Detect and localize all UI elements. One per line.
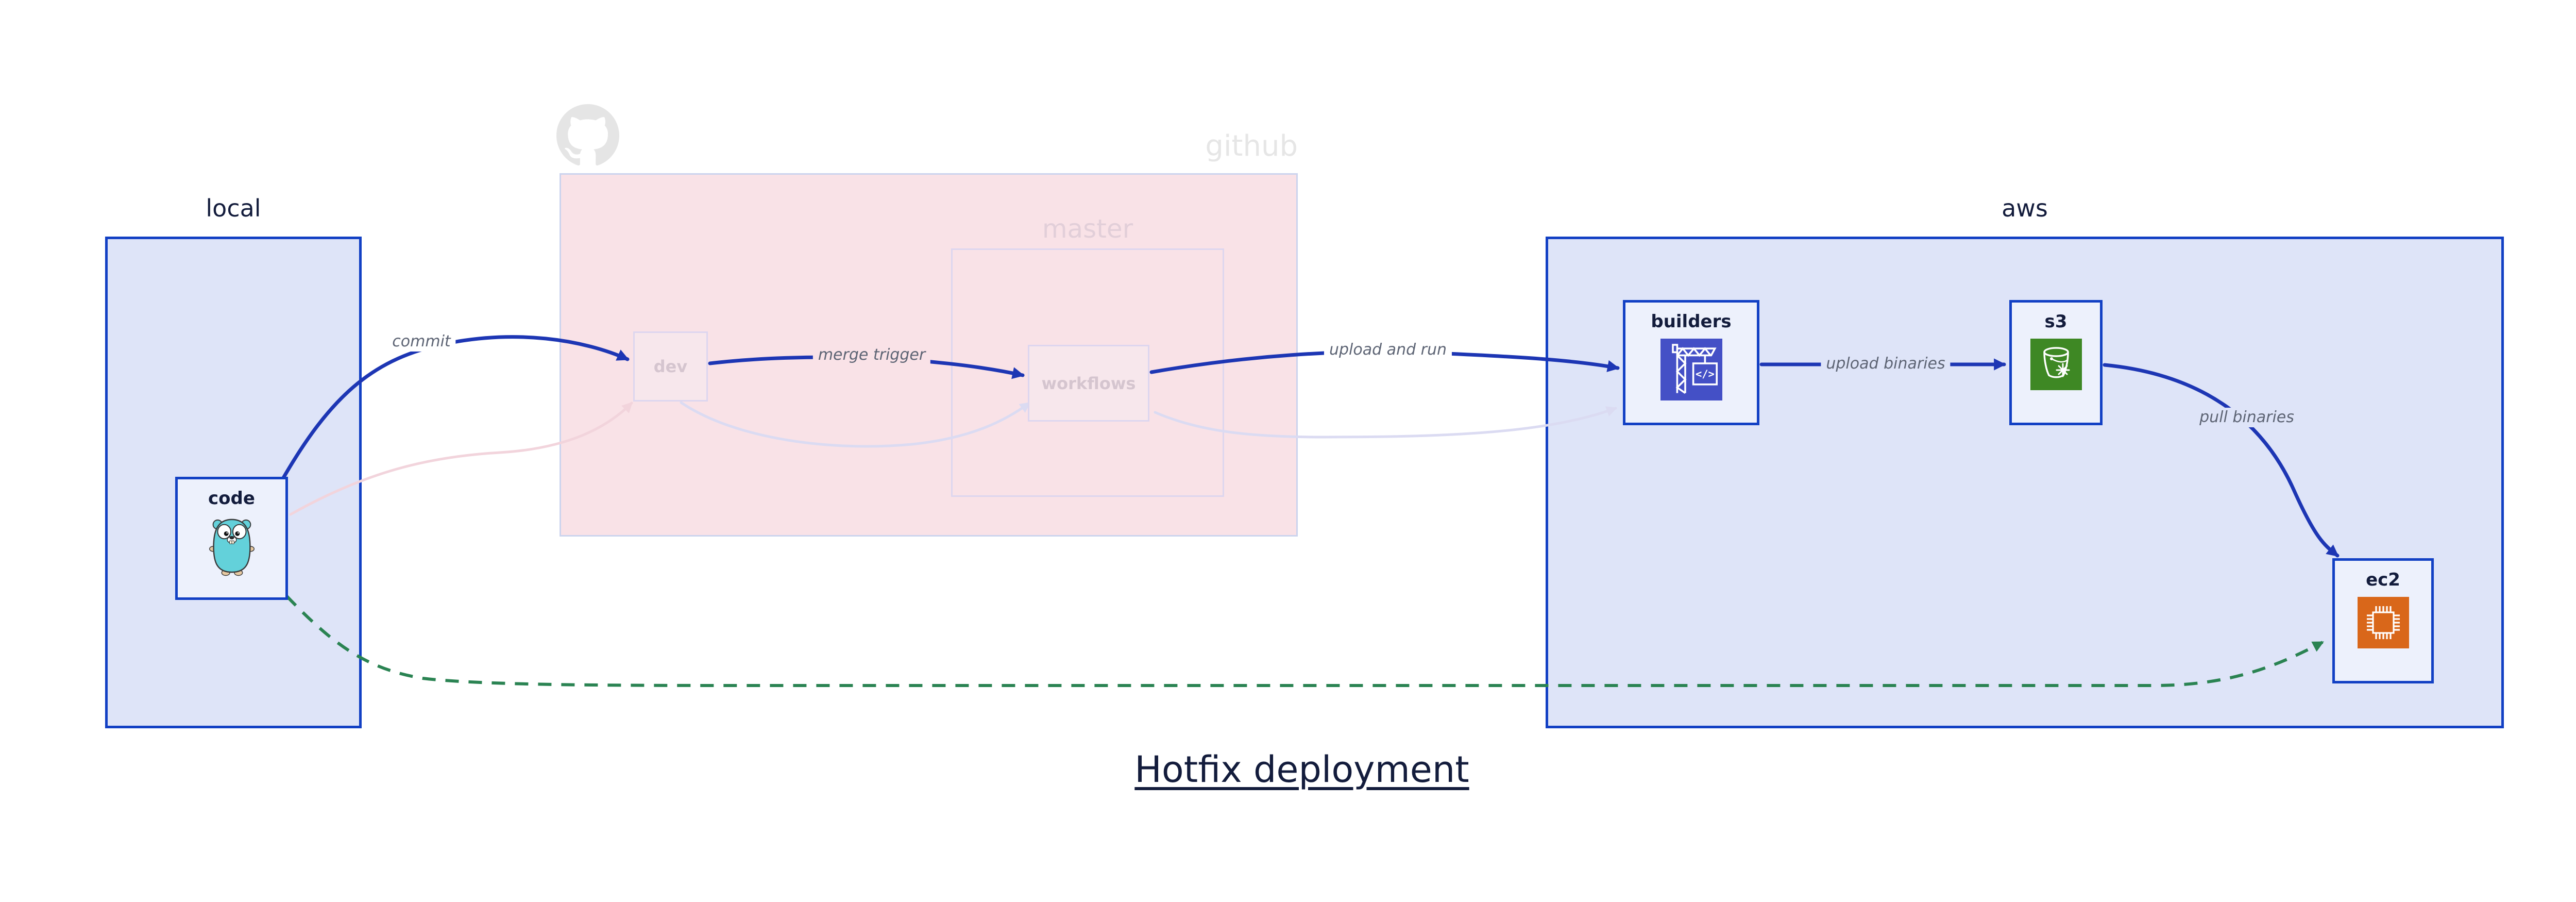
node-s3-label: s3: [2044, 311, 2067, 332]
node-ec2-label: ec2: [2366, 570, 2400, 590]
group-label-github: github: [1205, 129, 1298, 163]
node-workflows-label: workflows: [1041, 373, 1136, 393]
edge-label-pull-binaries: pull binaries: [2194, 408, 2299, 427]
node-dev: dev: [633, 331, 708, 402]
aws-ec2-chip-icon: [2357, 597, 2409, 648]
node-code-label: code: [208, 488, 255, 509]
node-builders: builders </>: [1623, 300, 1759, 425]
group-label-aws: aws: [2002, 194, 2048, 222]
group-label-master: master: [1042, 214, 1133, 244]
edge-label-upload-binaries: upload binaries: [1821, 354, 1951, 374]
edge-label-merge-trigger: merge trigger: [812, 345, 931, 365]
group-label-local: local: [206, 194, 261, 222]
node-dev-label: dev: [653, 357, 688, 376]
diagram-title: Hotfix deployment: [1134, 748, 1469, 791]
node-ec2: ec2: [2332, 558, 2434, 683]
aws-s3-bucket-icon: [2030, 339, 2082, 390]
node-workflows: workflows: [1028, 345, 1149, 422]
go-gopher-icon: [209, 519, 255, 576]
edge-label-upload-and-run: upload and run: [1324, 340, 1452, 360]
edge-label-commit: commit: [387, 332, 456, 352]
node-builders-label: builders: [1651, 311, 1732, 332]
node-s3: s3: [2009, 300, 2103, 425]
codebuild-code-glyph: </>: [1695, 368, 1714, 380]
node-code: code: [175, 477, 288, 600]
aws-codebuild-crane-icon: </>: [1660, 339, 1722, 400]
github-octocat-icon: [556, 104, 619, 165]
